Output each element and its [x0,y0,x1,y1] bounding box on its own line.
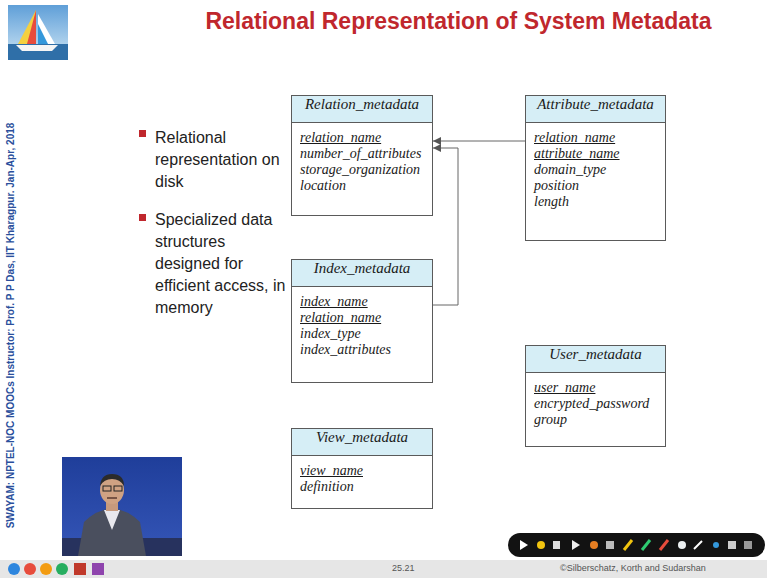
sailboat-logo [8,5,68,60]
attribute-list: relation_nameattribute_namedomain_typepo… [526,123,665,216]
attribute-name: index_attributes [292,342,432,358]
key-attribute: attribute_name [526,146,665,162]
key-attribute: relation_name [526,130,665,146]
attribute-list: user_nameencrypted_passwordgroup [526,373,665,434]
key-attribute: view_name [292,463,432,479]
key-attribute: relation_name [292,310,432,326]
attribute-name: encrypted_password [526,396,665,412]
reference-arrow [433,141,525,142]
table-name: View_metadata [292,429,432,456]
attribute-name: position [526,178,665,194]
bullet-text: Relational representation on disk [155,127,287,193]
slide-number: 25.21 [392,563,415,573]
table-box: View_metadataview_namedefinition [291,428,433,509]
attribute-name: location [292,178,432,194]
slide-title: Relational Representation of System Meta… [150,8,767,35]
attribute-name: index_type [292,326,432,342]
presenter-video [62,457,182,556]
table-box: User_metadatauser_nameencrypted_password… [525,345,666,447]
key-attribute: relation_name [292,130,432,146]
attribute-name: group [526,412,665,428]
attribute-list: view_namedefinition [292,456,432,501]
reference-arrow [433,148,458,305]
attribute-name: domain_type [526,162,665,178]
attribute-list: index_namerelation_nameindex_typeindex_a… [292,287,432,364]
course-sidebar: SWAYAM: NPTEL-NOC MOOCs Instructor: Prof… [5,122,16,528]
bullet-text: Specialized data structures designed for… [155,209,289,319]
attribute-name: storage_organization [292,162,432,178]
table-name: Index_metadata [292,260,432,287]
attribute-name: number_of_attributes [292,146,432,162]
table-name: Attribute_metadata [526,96,665,123]
table-name: User_metadata [526,346,665,373]
table-box: Attribute_metadatarelation_nameattribute… [525,95,666,241]
attribute-name: definition [292,479,432,495]
table-name: Relation_metadata [292,96,432,123]
attribute-name: length [526,194,665,210]
copyright-note: ©Silberschatz, Korth and Sudarshan [560,563,706,573]
bullet-markers [139,130,146,221]
table-box: Index_metadataindex_namerelation_nameind… [291,259,433,383]
key-attribute: index_name [292,294,432,310]
table-box: Relation_metadatarelation_namenumber_of_… [291,95,433,216]
annotation-toolbar [508,533,765,557]
attribute-list: relation_namenumber_of_attributesstorage… [292,123,432,200]
taskbar [0,560,767,578]
key-attribute: user_name [526,380,665,396]
